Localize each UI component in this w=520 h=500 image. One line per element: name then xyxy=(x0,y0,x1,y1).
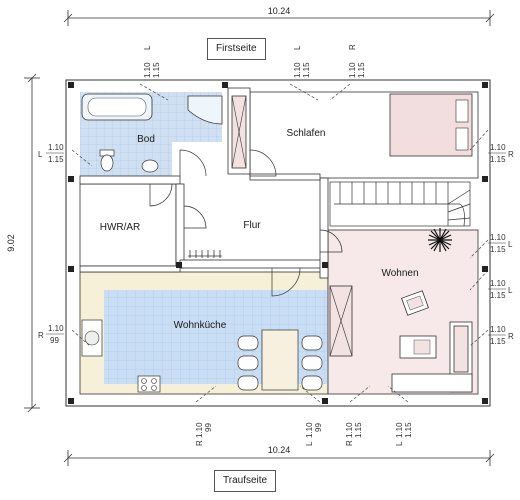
svg-text:1.15: 1.15 xyxy=(490,337,506,346)
window-label-bottom-1: 1.10 99 R xyxy=(195,422,213,446)
svg-text:1.10: 1.10 xyxy=(345,422,354,438)
room-label-utility: HWR/AR xyxy=(100,222,141,233)
svg-text:1.10: 1.10 xyxy=(490,143,506,152)
dimension-bottom-label: 10.24 xyxy=(268,445,291,455)
svg-text:1.10: 1.10 xyxy=(348,62,357,78)
svg-text:1.15: 1.15 xyxy=(302,62,311,78)
svg-text:1.10: 1.10 xyxy=(195,422,204,438)
dimension-left: 9.02 xyxy=(6,73,40,413)
svg-text:R: R xyxy=(508,332,514,341)
window-label-right-2: 1.10 1.15 L xyxy=(488,233,513,254)
chimney-lower xyxy=(329,285,353,357)
svg-text:R: R xyxy=(38,331,44,340)
svg-text:1.10: 1.10 xyxy=(293,62,302,78)
door-swings xyxy=(149,149,343,297)
utility-floor xyxy=(79,183,177,267)
svg-text:R: R xyxy=(195,440,204,446)
svg-text:L: L xyxy=(508,286,513,295)
wall-studs xyxy=(68,82,488,404)
svg-text:L: L xyxy=(143,45,152,50)
svg-text:1.10: 1.10 xyxy=(490,325,506,334)
dimension-left-label: 9.02 xyxy=(6,234,16,252)
armchair xyxy=(401,290,429,316)
svg-text:1.15: 1.15 xyxy=(490,155,506,164)
bed xyxy=(389,93,473,157)
bathtub xyxy=(81,93,153,121)
svg-text:1.15: 1.15 xyxy=(48,155,64,164)
staircase xyxy=(329,181,471,227)
window-label-right-3: 1.10 1.15 L xyxy=(488,279,513,300)
window-label-left-2: 1.10 99 R xyxy=(38,324,64,345)
window-label-top-3: 1.10 1.15 R xyxy=(348,44,366,78)
svg-text:R: R xyxy=(345,440,354,446)
svg-text:R: R xyxy=(348,44,357,50)
svg-text:99: 99 xyxy=(50,336,59,345)
side-label-bottom: Traufseite xyxy=(214,470,277,492)
room-label-kitchen: Wohnküche xyxy=(174,320,227,331)
svg-text:99: 99 xyxy=(314,423,323,432)
svg-text:1.15: 1.15 xyxy=(490,291,506,300)
chimney-upper xyxy=(231,95,247,169)
room-label-hallway: Flur xyxy=(243,220,261,231)
svg-text:1.10: 1.10 xyxy=(48,143,64,152)
dimension-top-label: 10.24 xyxy=(268,6,291,16)
window-label-right-4: 1.10 1.15 R xyxy=(488,325,514,346)
svg-text:1.15: 1.15 xyxy=(354,422,363,438)
svg-text:L: L xyxy=(293,45,302,50)
window-label-bottom-2: 1.10 99 L xyxy=(305,422,323,446)
side-label-top: Firstseite xyxy=(207,38,266,60)
svg-text:1.15: 1.15 xyxy=(152,62,161,78)
room-label-living: Wohnen xyxy=(381,268,418,279)
dimension-top: 10.24 xyxy=(63,6,495,26)
svg-text:1.10: 1.10 xyxy=(143,62,152,78)
window-label-bottom-3: 1.10 1.15 R xyxy=(345,422,363,446)
svg-text:1.15: 1.15 xyxy=(357,62,366,78)
svg-text:L: L xyxy=(508,240,513,249)
window-label-top-2: 1.10 1.15 L xyxy=(293,45,311,78)
dimension-bottom: 10.24 xyxy=(63,445,495,466)
window-label-bottom-4: 1.10 1.15 L xyxy=(395,422,413,446)
svg-text:L: L xyxy=(305,441,314,446)
window-label-right-1: 1.10 1.15 R xyxy=(488,143,514,164)
svg-text:L: L xyxy=(395,441,404,446)
svg-text:1.10: 1.10 xyxy=(48,324,64,333)
room-label-bedroom: Schlafen xyxy=(287,128,326,139)
shower xyxy=(187,95,223,125)
window-label-top-1: 1.10 1.15 L xyxy=(143,45,161,78)
svg-text:1.10: 1.10 xyxy=(490,279,506,288)
svg-text:1.15: 1.15 xyxy=(404,422,413,438)
stove xyxy=(137,375,161,393)
svg-text:L: L xyxy=(38,150,43,159)
svg-text:R: R xyxy=(508,150,514,159)
window-label-left-1: 1.10 1.15 L xyxy=(38,143,64,164)
svg-text:1.10: 1.10 xyxy=(395,422,404,438)
kitchen-sink xyxy=(81,319,103,357)
svg-text:1.10: 1.10 xyxy=(490,233,506,242)
sink xyxy=(141,159,159,173)
coffee-table xyxy=(399,335,437,359)
sofa xyxy=(391,321,473,393)
coat-rack xyxy=(188,250,222,258)
toilet xyxy=(99,149,115,172)
dining-table xyxy=(237,329,323,391)
plant xyxy=(428,228,452,252)
svg-text:1.15: 1.15 xyxy=(490,245,506,254)
svg-text:1.10: 1.10 xyxy=(305,422,314,438)
svg-text:99: 99 xyxy=(204,423,213,432)
room-label-bath: Bod xyxy=(137,134,155,145)
window-swings xyxy=(71,83,489,403)
